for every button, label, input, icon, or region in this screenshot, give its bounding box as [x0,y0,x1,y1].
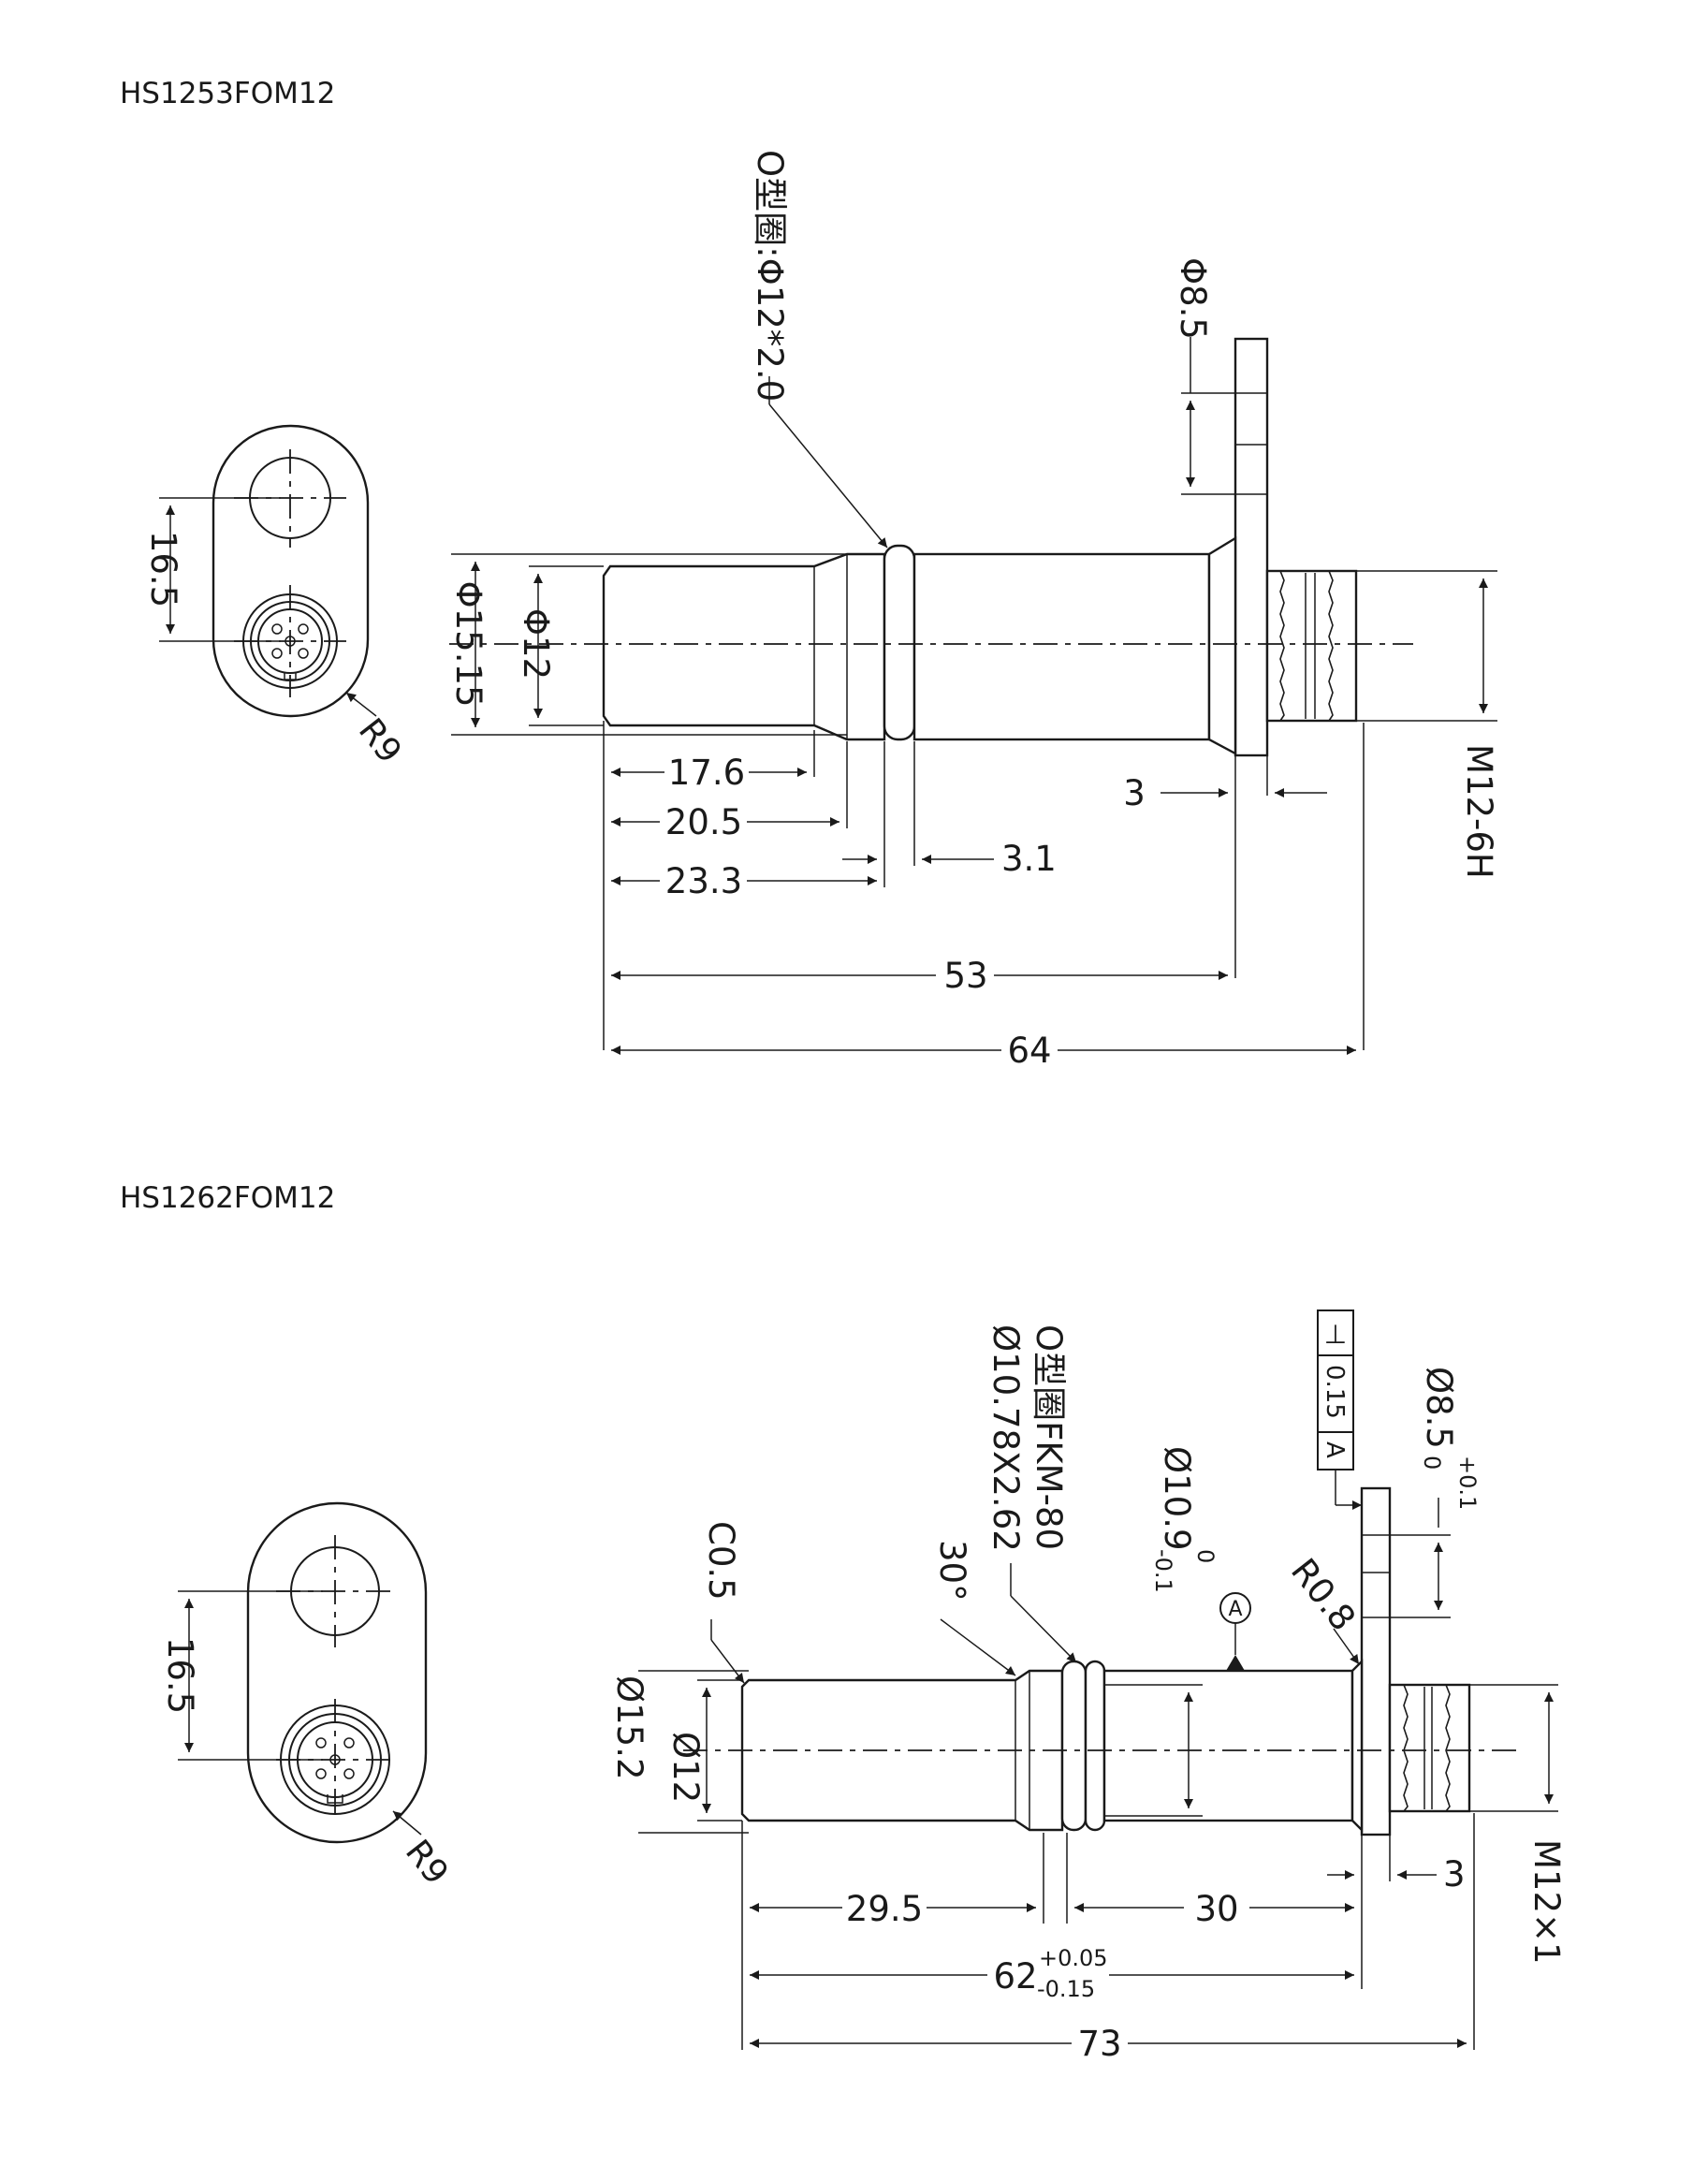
angle-callout: 30° [932,1540,972,1602]
dim-17-6: 17.6 [668,753,745,793]
gdt-datum: A [1321,1441,1349,1458]
probe-body [912,552,1211,741]
connector-pin [298,648,309,659]
fillet-callout: R0.8 [1283,1551,1364,1638]
flange-hole-label: Ø8.5 [1419,1367,1459,1449]
o-ring-callout-line2: Ø10.78X2.62 [985,1324,1026,1552]
o-ring-callout: O型圈:Φ12*2.0 [750,150,790,402]
connector-pin [343,1737,355,1748]
connector-pin [343,1768,355,1779]
connector-pin [271,648,283,659]
groove-dia-label: Ø10.9 [1157,1446,1197,1551]
outer-dia-label: Φ15.15 [448,580,489,707]
thread-label: M12-6H [1459,744,1499,879]
flange-outline [246,1501,428,1844]
dim-3-flange: 3 [1443,1854,1466,1895]
o-ring-callout-line1: O型圈FKM-80 [1029,1324,1069,1550]
hole-spacing-label: 16.5 [160,1637,200,1714]
connector-pin [298,623,309,635]
o-ring-groove [883,544,916,741]
dim-30: 30 [1194,1889,1238,1929]
thread-section [1388,1683,1471,1813]
dim-62: 62 [993,1956,1037,1997]
inner-dia-label: Φ12 [516,608,556,680]
connector-pin [315,1768,327,1779]
o-ring-groove-1 [1060,1660,1088,1832]
dim-3-1: 3.1 [1001,839,1057,879]
probe-body [1102,1669,1354,1822]
flange-hole-tol-upper: +0.1 [1454,1456,1481,1510]
dim-23-3: 23.3 [665,861,742,901]
dim-53: 53 [943,956,987,996]
part-number-1: HS1253FOM12 [120,77,335,110]
end-view-2: 16.5 R9 [160,1501,456,1892]
gdt-frame: ⊥ 0.15 A [1317,1309,1362,1510]
drawing-hs1262fom12: HS1262FOM12 16.5 R9 [120,1181,1567,2064]
groove-tol-lower: -0.1 [1150,1549,1176,1593]
datum-triangle [1226,1655,1245,1671]
side-view-1: O型圈:Φ12*2.0 Φ8.5 Φ15.15 Φ12 M12-6H [448,150,1499,1071]
radius-label: R9 [398,1833,456,1892]
dim-29-5: 29.5 [846,1889,923,1929]
dim-3-flange: 3 [1123,773,1146,813]
perpendicularity-symbol: ⊥ [1324,1319,1347,1350]
hole-spacing-label: 16.5 [143,531,183,607]
flange-plate [1234,337,1269,757]
part-number-2: HS1262FOM12 [120,1181,335,1215]
end-view-1: 16.5 R9 [143,424,409,770]
groove-tol-upper: 0 [1192,1549,1219,1563]
flange-hole-tol-lower: 0 [1419,1456,1445,1470]
dim-20-5: 20.5 [665,802,742,842]
thread-label: M12×1 [1526,1839,1567,1965]
drawing-hs1253fom12: HS1253FOM12 16.5 R9 [120,77,1499,1071]
inner-dia-label: Ø12 [665,1732,706,1803]
probe-tip [602,552,886,741]
radius-label: R9 [351,711,409,770]
dim-73: 73 [1077,2024,1121,2064]
flange-hole-label: Φ8.5 [1173,257,1213,340]
datum-a-letter: A [1228,1598,1242,1621]
flange-plate [1360,1486,1392,1836]
o-ring-groove-2 [1084,1660,1106,1832]
dim-62-tol-lower: -0.15 [1037,1976,1095,2002]
side-view-2: C0.5 30° O型圈FKM-80 Ø10.78X2.62 Ø10.9 0 -… [609,1309,1567,2064]
dim-64: 64 [1007,1031,1051,1071]
gdt-tolerance: 0.15 [1321,1365,1349,1419]
dim-62-tol-upper: +0.05 [1039,1945,1108,1971]
connector-pin [315,1737,327,1748]
outer-dia-label: Ø15.2 [609,1675,650,1780]
connector-pin [271,623,283,635]
chamfer-callout: C0.5 [701,1521,741,1601]
